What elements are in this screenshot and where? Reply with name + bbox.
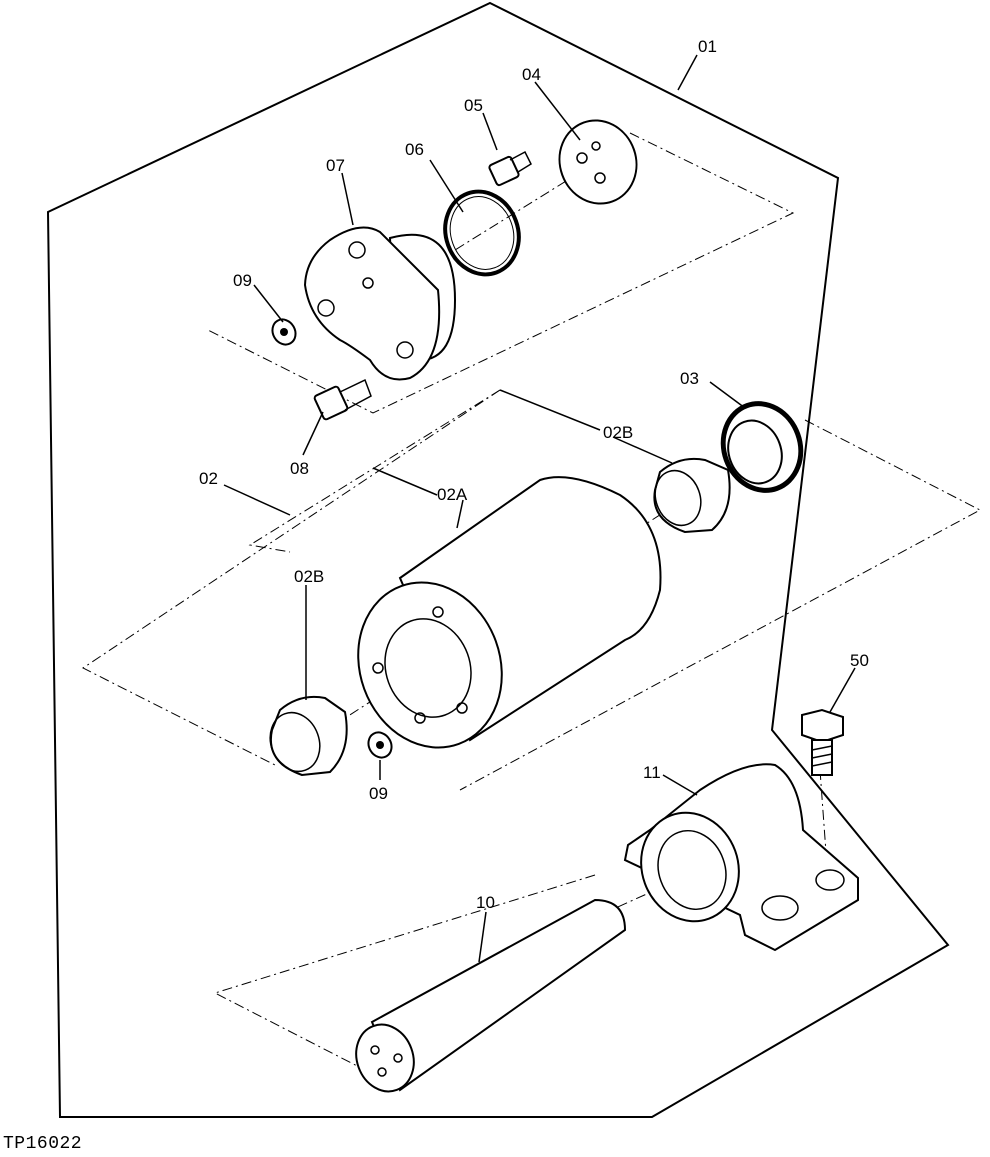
part-04-cover-plate	[558, 119, 638, 205]
part-05-screw	[488, 150, 532, 187]
part-11-bracket	[623, 763, 859, 952]
callout-02b-left: 02B	[294, 567, 324, 586]
axis-bolt-50	[819, 769, 829, 881]
part-02b-bushing-right	[653, 457, 731, 534]
figure-id: TP16022	[3, 1134, 83, 1154]
part-10-shaft	[355, 898, 627, 1093]
callout-05: 05	[464, 96, 483, 115]
part-07-flange-housing	[303, 226, 457, 381]
part-02b-bushing-left	[269, 695, 348, 777]
guide-box-top	[207, 132, 795, 414]
part-09-set-screw-top	[271, 318, 297, 346]
part-08-bolt	[313, 378, 372, 421]
callout-02b-top: 02B	[603, 423, 633, 442]
callout-11: 11	[643, 763, 661, 782]
callout-01: 01	[698, 37, 717, 56]
callout-07: 07	[326, 156, 345, 175]
part-50-bolt	[801, 708, 844, 776]
part-06-o-ring	[443, 189, 521, 277]
leader-lines	[223, 54, 856, 963]
part-02a-roller-body	[357, 476, 662, 749]
guide-box-roller	[82, 389, 982, 791]
callout-09-mid: 09	[369, 784, 388, 803]
callout-03: 03	[680, 369, 699, 388]
callout-10: 10	[476, 893, 495, 912]
callout-50: 50	[850, 651, 869, 670]
callout-08: 08	[290, 459, 309, 478]
callout-02a: 02A	[437, 485, 468, 504]
guide-box-bushing-group	[248, 389, 501, 553]
callout-09-top: 09	[233, 271, 252, 290]
part-09-set-screw-mid	[367, 731, 393, 759]
part-03-seal	[720, 401, 804, 493]
callout-06: 06	[405, 140, 424, 159]
axis-mid	[279, 459, 746, 761]
callout-02: 02	[199, 469, 218, 488]
assembly-01-outline	[46, 1, 950, 1118]
callout-04: 04	[522, 65, 541, 84]
